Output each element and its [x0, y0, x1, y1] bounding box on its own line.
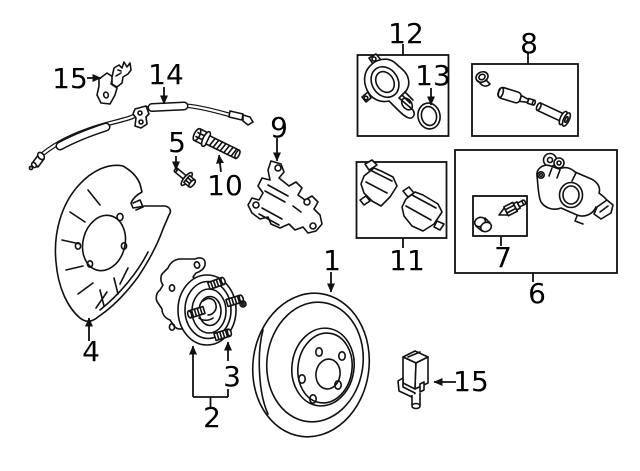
callout-7[interactable]: 7: [494, 241, 512, 274]
backing-plate-drawing[interactable]: [54, 164, 172, 323]
callout-2[interactable]: 2: [203, 401, 221, 434]
box-part-7: [472, 195, 528, 237]
bracket-2-3: [193, 389, 229, 407]
callout-3[interactable]: 3: [223, 360, 241, 393]
box-part-11: [355, 161, 448, 239]
callout-5[interactable]: 5: [168, 126, 186, 159]
callout-11[interactable]: 11: [389, 244, 425, 277]
arrow-10: [216, 154, 224, 173]
guide-pin-kit-drawing[interactable]: [474, 70, 572, 127]
abs-sensor-drawing[interactable]: [397, 350, 429, 410]
caliper-drawing[interactable]: [536, 152, 614, 225]
callout-14[interactable]: 14: [148, 58, 184, 91]
callout-10[interactable]: 10: [207, 169, 243, 202]
callout-4[interactable]: 4: [82, 335, 100, 368]
cable-clip-drawing[interactable]: [96, 61, 132, 105]
bleeder-screw-drawing[interactable]: [473, 197, 527, 233]
callout-6[interactable]: 6: [528, 277, 546, 310]
callout-13[interactable]: 13: [415, 59, 451, 92]
piston-housing-drawing[interactable]: [361, 53, 415, 119]
box-ticks: [402, 44, 534, 282]
brake-rotor-drawing[interactable]: [239, 286, 378, 445]
wheel-studs-drawing[interactable]: [186, 276, 245, 342]
callout-1[interactable]: 1: [323, 244, 341, 277]
hub-bearing-drawing[interactable]: [155, 257, 237, 346]
bolt-10-drawing[interactable]: [191, 126, 243, 162]
callout-15a[interactable]: 15: [52, 62, 88, 95]
callout-9[interactable]: 9: [270, 111, 288, 144]
box-part-8: [471, 63, 579, 137]
o-ring-drawing[interactable]: [416, 101, 443, 131]
brake-pads-drawing[interactable]: [359, 159, 445, 232]
brake-cable-drawing[interactable]: [28, 101, 254, 171]
callout-15b[interactable]: 15: [453, 365, 489, 398]
box-part-6: [454, 149, 618, 274]
bolt-5-drawing[interactable]: [170, 163, 199, 191]
callout-12[interactable]: 12: [388, 17, 424, 50]
anchor-bracket-drawing[interactable]: [247, 160, 323, 234]
callout-8[interactable]: 8: [520, 27, 538, 60]
